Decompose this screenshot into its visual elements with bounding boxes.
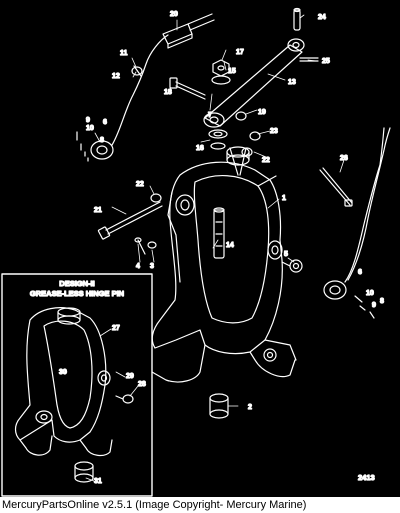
- callout-1: 1: [282, 195, 286, 202]
- callout-4: 4: [136, 263, 140, 270]
- inset-gimbal: [14, 307, 134, 483]
- figure-number: 2413: [358, 473, 375, 482]
- parts-diagram: 1 2 3 4 5 6 6 7 8 8 9 9 10 10 11 12 13 1…: [0, 0, 400, 497]
- callout-21: 21: [94, 207, 102, 214]
- bushing: [209, 393, 229, 419]
- callout-19: 19: [258, 109, 266, 116]
- callout-8: 8: [100, 137, 104, 144]
- callout-30: 30: [59, 369, 67, 376]
- grommet: [281, 259, 303, 273]
- leader-lines: [59, 14, 345, 482]
- pivot-pin: [293, 7, 301, 31]
- callout-11: 11: [120, 50, 128, 57]
- callout-10b: 10: [366, 290, 374, 297]
- image-caption: MercuryPartsOnline v2.5.1 (Image Copyrig…: [2, 499, 307, 511]
- callout-7: 7: [208, 112, 212, 119]
- callout-26: 26: [340, 155, 348, 162]
- callout-23: 23: [270, 128, 278, 135]
- callout-18: 18: [164, 89, 172, 96]
- nut-and-washer: [211, 59, 231, 85]
- inset-title-line2: GREASE-LESS HINGE PIN: [30, 289, 124, 298]
- callout-9b: 9: [372, 302, 376, 309]
- callout-31: 31: [94, 478, 102, 485]
- callout-22b: 22: [262, 157, 270, 164]
- callout-13: 13: [288, 79, 296, 86]
- bolt-21: [97, 201, 163, 240]
- clip-20: [162, 13, 215, 49]
- callout-27: 27: [112, 325, 120, 332]
- washers: [150, 111, 261, 203]
- callout-8b: 8: [380, 298, 384, 305]
- bolt-18: [169, 77, 206, 100]
- callout-25: 25: [322, 58, 330, 65]
- callout-24: 24: [318, 14, 326, 21]
- callout-14: 14: [226, 242, 234, 249]
- steering-lever: [203, 38, 305, 128]
- inset-box: [1, 273, 153, 497]
- callout-2: 2: [248, 404, 252, 411]
- callout-3: 3: [150, 263, 154, 270]
- callout-6: 6: [103, 119, 107, 126]
- callout-15: 15: [228, 68, 236, 75]
- callout-6b: 6: [358, 269, 362, 276]
- callout-12: 12: [112, 73, 120, 80]
- callout-20: 20: [170, 11, 178, 18]
- screw-4: [134, 237, 157, 255]
- trim-sender-right: [323, 127, 391, 319]
- callout-5: 5: [284, 251, 288, 258]
- hinge-pin: [213, 207, 225, 259]
- trim-sender-left: [76, 34, 169, 162]
- callout-16: 16: [196, 145, 204, 152]
- callout-17: 17: [236, 49, 244, 56]
- callout-9: 9: [86, 117, 90, 124]
- callout-22: 22: [136, 181, 144, 188]
- callout-28: 28: [138, 381, 146, 388]
- callout-10: 10: [86, 125, 94, 132]
- inset-title-line1: DESIGN-II: [59, 279, 94, 288]
- harness-clip: [131, 65, 143, 77]
- gimbal-ring: [151, 146, 297, 383]
- callout-29: 29: [126, 373, 134, 380]
- cable-tie: [319, 167, 353, 207]
